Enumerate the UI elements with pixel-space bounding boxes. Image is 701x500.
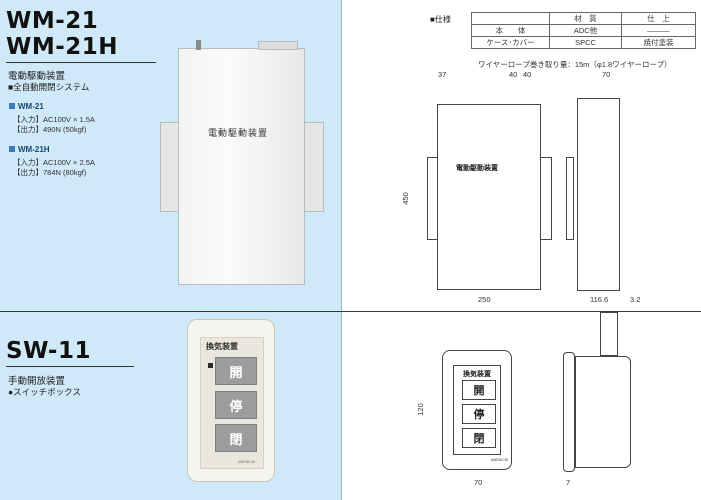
model-title-wm21h: WM-21H <box>6 34 119 60</box>
drawing-switch-side-plate <box>563 352 575 472</box>
spec-table-header-material: 材 質 <box>549 12 622 25</box>
wm-system: ■全自動開閉システム <box>8 82 90 92</box>
drawing-switch-stop: 停 <box>462 404 496 424</box>
wm-subtitle: 電動駆動装置 <box>8 71 66 82</box>
spec-table-header-finish: 仕 上 <box>621 12 696 25</box>
drawing-switch-close: 閉 <box>462 428 496 448</box>
drawing-actuator-label: 電動駆動装置 <box>456 165 498 172</box>
actuator-cable-icon <box>196 40 201 50</box>
dim-70-bottom: 70 <box>474 478 483 487</box>
drawing-switch-title: 換気装置 <box>463 371 491 378</box>
rope-note: ワイヤーロープ巻き取り量：15m（φ1.8ワイヤーロープ） <box>478 60 672 69</box>
spec-cell: SPCC <box>549 36 622 49</box>
drawing-side-plate <box>566 157 574 240</box>
switch-photo-brand: MARUICHI <box>238 460 256 464</box>
dim-40a: 40 <box>509 70 518 79</box>
dim-70-top: 70 <box>602 70 611 79</box>
spec-table-row: 本 体 ADC他 ——— <box>471 24 696 37</box>
section-divider <box>0 311 701 312</box>
spec-output-wm21h: 【出力】784N (80kgf) <box>13 168 87 177</box>
switch-photo-close-button: 閉 <box>215 424 257 452</box>
spec-output-wm21: 【出力】490N (50kgf) <box>13 125 87 134</box>
model-title-wm21: WM-21 <box>6 8 99 34</box>
dim-40b: 40 <box>523 70 532 79</box>
drawing-switch-conduit <box>600 312 618 356</box>
spec-input-wm21: 【入力】AC100V × 1.5A <box>13 115 95 124</box>
actuator-photo <box>178 48 305 285</box>
sw-title-rule <box>6 366 134 367</box>
drawing-actuator-side <box>577 98 620 291</box>
switch-led-icon <box>208 363 213 368</box>
model-title-sw11: SW-11 <box>6 338 91 364</box>
drawing-switch-open: 開 <box>462 380 496 400</box>
spec-table-header-row: 材 質 仕 上 <box>471 12 696 25</box>
dim-450: 450 <box>400 192 410 205</box>
dim-7: 7 <box>566 478 571 487</box>
dim-250: 250 <box>478 295 491 304</box>
drawing-switch-side-box <box>575 356 631 468</box>
spec-table: 材 質 仕 上 本 体 ADC他 ——— ケース･カバー SPCC 焼付塗装 <box>471 12 696 49</box>
dim-116-6: 116.6 <box>590 295 609 304</box>
switch-photo-open-button: 開 <box>215 357 257 385</box>
sw-subtitle: 手動開放装置 <box>8 376 66 387</box>
title-rule <box>6 62 156 63</box>
drawing-actuator-front <box>437 104 541 290</box>
spec-cell: ケース･カバー <box>471 36 550 49</box>
spec-cell: ADC他 <box>549 24 622 37</box>
spec-cell: 焼付塗装 <box>621 36 696 49</box>
sw-item: ●スイッチボックス <box>8 387 81 397</box>
spec-cell: 本 体 <box>471 24 550 37</box>
actuator-photo-label: 電動駆動装置 <box>208 128 269 138</box>
drawing-switch-brand: MARUICHI <box>491 458 509 462</box>
spec-table-header-blank <box>471 12 550 25</box>
spec-table-label: ■仕様 <box>430 15 451 24</box>
actuator-top-cap <box>258 41 298 50</box>
switch-photo-title: 換気装置 <box>206 342 238 351</box>
spec-name-wm21: WM-21 <box>9 102 44 111</box>
dim-37: 37 <box>438 70 447 79</box>
spec-input-wm21h: 【入力】AC100V × 2.5A <box>13 158 95 167</box>
switch-photo-stop-button: 停 <box>215 391 257 419</box>
spec-name-wm21h: WM-21H <box>9 145 50 154</box>
spec-cell: ——— <box>621 24 696 37</box>
dim-3-2: 3.2 <box>630 295 641 304</box>
spec-table-row: ケース･カバー SPCC 焼付塗装 <box>471 36 696 49</box>
vertical-divider <box>341 0 342 500</box>
dim-120: 120 <box>415 403 425 416</box>
